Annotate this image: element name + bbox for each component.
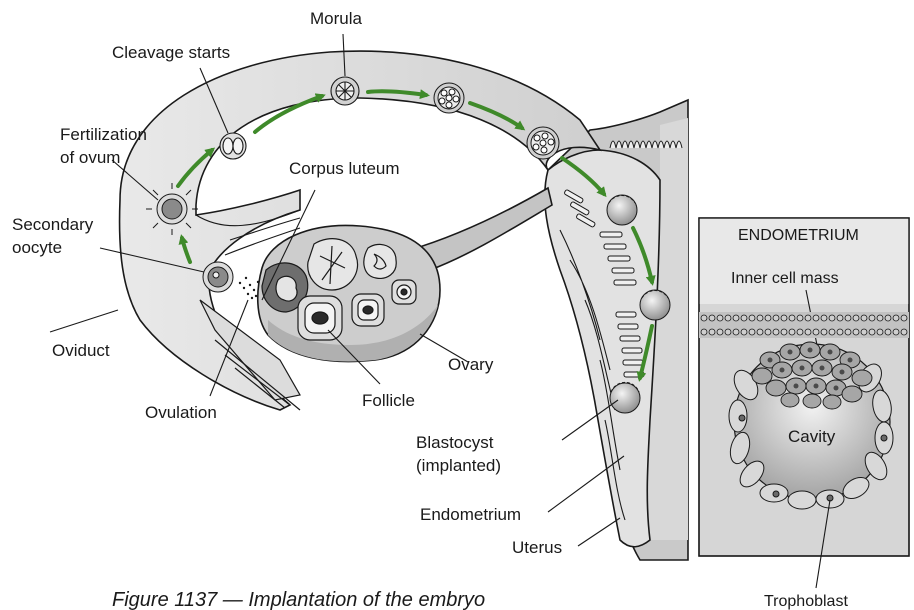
ovulation-particles	[239, 277, 259, 299]
inset-label-trophoblast: Trophoblast	[764, 593, 848, 610]
four-cell-stage	[331, 77, 359, 105]
two-cell-stage	[220, 133, 246, 159]
label-secondary-oocyte-line1: Secondary	[12, 215, 94, 234]
label-fertilization-line1: Fertilization	[60, 125, 147, 144]
label-fertilization-line2: of ovum	[60, 148, 120, 167]
follicle-small	[392, 280, 416, 304]
label-endometrium: Endometrium	[420, 505, 521, 524]
label-cleavage-starts: Cleavage starts	[112, 43, 230, 62]
label-secondary-oocyte-line2: oocyte	[12, 238, 62, 257]
label-oviduct: Oviduct	[52, 341, 110, 360]
morula-stage	[434, 83, 464, 113]
endometrium-lining	[545, 150, 660, 547]
mid-blastocyst	[640, 290, 670, 320]
secondary-oocyte	[203, 262, 233, 292]
figure-caption: Figure 1137 — Implantation of the embryo	[112, 589, 485, 610]
inset-label-cavity: Cavity	[788, 427, 836, 446]
follicle-large	[298, 296, 342, 340]
inset-label-inner-cell-mass: Inner cell mass	[731, 270, 839, 287]
label-ovulation: Ovulation	[145, 403, 217, 422]
label-corpus-luteum: Corpus luteum	[289, 159, 400, 178]
label-blastocyst-line1: Blastocyst	[416, 433, 494, 452]
implanted-blastocyst	[610, 382, 640, 413]
label-ovary: Ovary	[448, 355, 494, 374]
label-follicle: Follicle	[362, 391, 415, 410]
label-morula: Morula	[310, 9, 363, 28]
late-morula-stage	[527, 127, 559, 159]
label-blastocyst-line2: (implanted)	[416, 456, 501, 475]
early-blastocyst	[607, 195, 637, 225]
inset-title: ENDOMETRIUM	[738, 227, 859, 244]
label-uterus: Uterus	[512, 538, 562, 557]
inset-epithelium	[699, 312, 909, 338]
follicle-medium	[352, 294, 384, 326]
